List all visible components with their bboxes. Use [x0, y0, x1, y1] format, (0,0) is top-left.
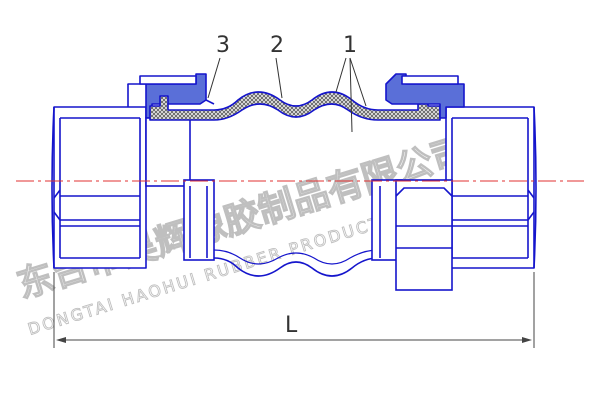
callout-leaders [207, 57, 367, 133]
rubber-bellows-bottom [213, 257, 379, 277]
left-union [51, 106, 147, 269]
dimension-length-label: L [285, 313, 298, 338]
right-union [445, 106, 537, 269]
callout-3-label: 3 [216, 33, 230, 58]
callout-1-label: 1 [343, 33, 357, 58]
right-flange [385, 73, 465, 119]
right-sleeve [371, 179, 453, 291]
rubber-bellows-inner [213, 249, 379, 265]
dimension-length [53, 272, 535, 348]
left-sleeve [145, 117, 215, 261]
callout-2-label: 2 [270, 33, 284, 58]
